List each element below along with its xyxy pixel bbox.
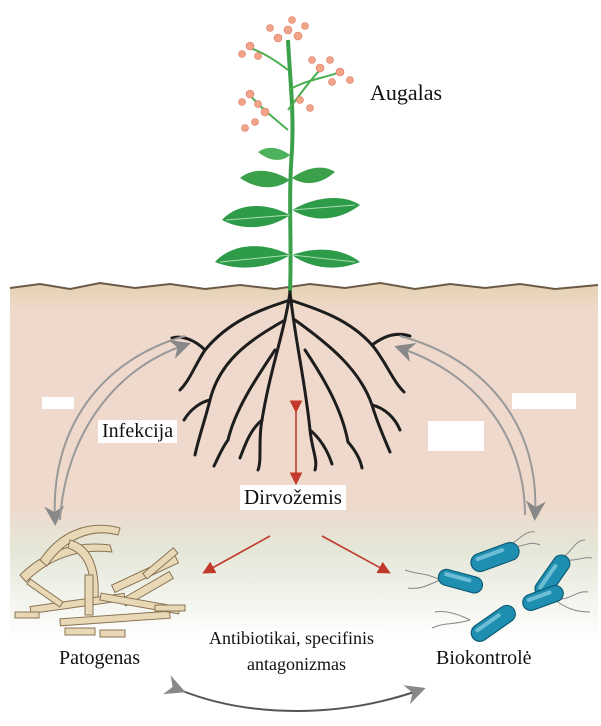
biocontrol-label: Biokontrolė <box>432 647 536 670</box>
plant-icon <box>215 17 360 293</box>
soil-label: Dirvožemis <box>240 485 346 510</box>
pathogen-label: Patogenas <box>55 647 144 670</box>
infection-label: Infekcija <box>98 420 177 443</box>
antibiotics-label-line1: Antibiotikai, specifinis <box>205 628 378 649</box>
blank-label-right <box>512 393 576 409</box>
blank-label-mid-right <box>428 421 484 451</box>
blank-label-left <box>42 397 74 409</box>
antibiotics-label-line2: antagonizmas <box>243 654 350 675</box>
plant-label: Augalas <box>370 80 442 106</box>
